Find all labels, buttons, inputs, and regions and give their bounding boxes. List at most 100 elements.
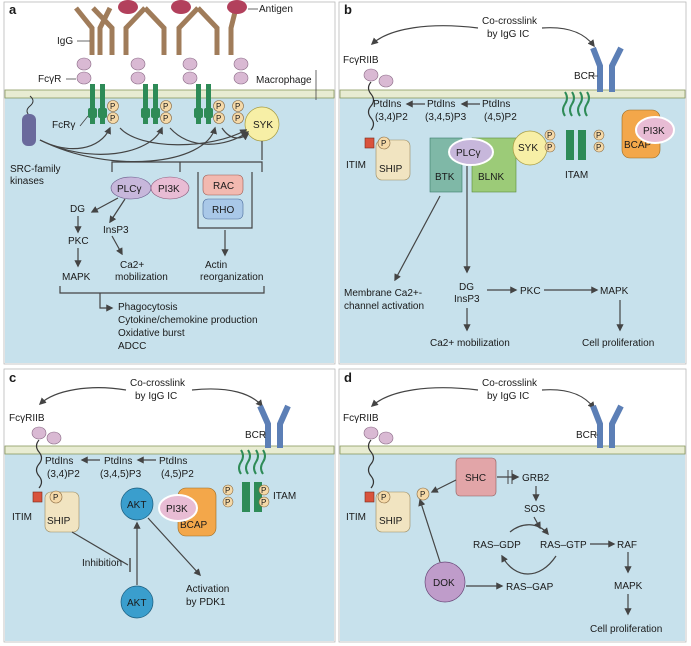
activation-label-2: by PDK1 <box>186 597 226 608</box>
pip-a2-b: (3,4)P2 <box>375 112 408 123</box>
insp3-label-a: InsP3 <box>103 225 129 236</box>
pip-b1-c: PtdIns <box>104 456 132 467</box>
pi3k-label-b: PI3K <box>643 126 665 137</box>
panel-b-letter: b <box>344 2 352 17</box>
akt-label-bottom: AKT <box>127 598 146 609</box>
pi3k-label-a: PI3K <box>158 184 180 195</box>
cocross-d-2: by IgG IC <box>487 391 529 402</box>
itam-label-b: ITAM <box>565 170 588 181</box>
panel-a: a Antigen IgG <box>3 0 336 365</box>
fcgriib-label-b: FcγRIIB <box>343 55 379 66</box>
akt-node-bottom <box>120 585 154 619</box>
panel-c-membrane <box>4 445 335 455</box>
igg-label: IgG <box>57 36 73 47</box>
panel-d-membrane <box>339 445 686 455</box>
pip-a1-c: PtdIns <box>45 456 73 467</box>
pi3k-node-b <box>635 116 675 144</box>
rho-node <box>202 198 244 220</box>
panel-a-cytoplasm <box>5 92 334 363</box>
svg-text:P: P <box>235 102 240 111</box>
cocross-b-1: Co-crosslink <box>482 16 538 27</box>
bcr-label-b: BCR <box>574 71 595 82</box>
fcgr-label: FcγR <box>38 74 61 85</box>
prolif-label-d: Cell proliferation <box>590 624 662 635</box>
rac-label: RAC <box>213 181 234 192</box>
inhibition-label: Inhibition <box>82 558 122 569</box>
rasgdp-label: RAS–GDP <box>473 540 521 551</box>
dg-label-a: DG <box>70 204 85 215</box>
svg-text:P: P <box>216 102 221 111</box>
plcg-node-b <box>448 138 494 166</box>
blnk-label: BLNK <box>478 172 504 183</box>
antigen-label: Antigen <box>259 4 293 15</box>
mapk-label-d: MAPK <box>614 581 643 592</box>
sos-label: SOS <box>524 504 545 515</box>
svg-text:P: P <box>235 114 240 123</box>
pip-c1-c: PtdIns <box>159 456 187 467</box>
svg-text:P: P <box>53 493 58 502</box>
ca-label-a: Ca2+ <box>120 260 144 271</box>
ship-label-d: SHIP <box>379 516 403 527</box>
actin-label-2: reorganization <box>200 272 263 283</box>
panel-c-frame <box>3 368 336 643</box>
outcome-1: Phagocytosis <box>118 302 177 313</box>
bcap-label-c: BCAP <box>180 520 208 531</box>
ship-node-b <box>375 139 411 181</box>
ship-label-c: SHIP <box>47 516 71 527</box>
outcome-4: ADCC <box>118 341 146 352</box>
svg-text:P: P <box>261 498 266 507</box>
pip-b1-b: PtdIns <box>427 99 455 110</box>
svg-text:P: P <box>163 102 168 111</box>
panel-a-membrane <box>4 89 335 99</box>
pi3k-node-a <box>150 176 190 200</box>
igg-antibodies <box>74 6 239 55</box>
pip-b2-c: (3,4,5)P3 <box>100 469 142 480</box>
prolif-label-b: Cell proliferation <box>582 338 654 349</box>
pkc-label-b: PKC <box>520 286 541 297</box>
svg-text:P: P <box>225 486 230 495</box>
activation-label-1: Activation <box>186 584 229 595</box>
macrophage-label: Macrophage <box>256 75 312 86</box>
insp3-label-b: InsP3 <box>454 294 480 305</box>
itim-label-c: ITIM <box>12 512 32 523</box>
svg-text:P: P <box>596 143 601 152</box>
outcome-3: Oxidative burst <box>118 328 185 339</box>
antigen-icons <box>118 0 247 14</box>
ca-mob-label-a: mobilization <box>115 272 168 283</box>
rac-node <box>202 174 244 196</box>
src-label-2: kinases <box>10 176 44 187</box>
outcome-2: Cytokine/chemokine production <box>118 315 258 326</box>
plcg-label-b: PLCγ <box>456 148 480 159</box>
panel-d-letter: d <box>344 370 352 385</box>
ship-label-b: SHIP <box>379 164 403 175</box>
panel-b-membrane <box>339 89 686 99</box>
itim-box-c <box>32 491 43 503</box>
svg-text:P: P <box>216 114 221 123</box>
plcg-label-a: PLCγ <box>117 184 141 195</box>
svg-text:P: P <box>547 131 552 140</box>
memca-label-1: Membrane Ca2+- <box>344 288 422 299</box>
pip-c1-b: PtdIns <box>482 99 510 110</box>
src-label-1: SRC-family <box>10 164 61 175</box>
itam-label-c: ITAM <box>273 491 296 502</box>
ca-mob-label-b: Ca2+ mobilization <box>430 338 510 349</box>
cocross-b-2: by IgG IC <box>487 29 529 40</box>
itim-box-b <box>364 137 375 149</box>
svg-text:P: P <box>110 114 115 123</box>
svg-text:P: P <box>596 131 601 140</box>
syk-label-a: SYK <box>253 120 273 131</box>
fcrg-label: FcRγ <box>52 120 75 131</box>
svg-text:P: P <box>261 486 266 495</box>
bcr-label-c: BCR <box>245 430 266 441</box>
pi3k-label-c: PI3K <box>166 504 188 515</box>
src-kinase-shape <box>22 114 36 146</box>
panel-d: d Co-crosslink by IgG IC FcγRIIB ITIM P … <box>338 368 687 643</box>
itim-box-d <box>364 491 375 503</box>
fcgriib-label-c: FcγRIIB <box>9 413 45 424</box>
bcap-label-b: BCAP <box>624 140 652 151</box>
cocross-c-2: by IgG IC <box>135 391 177 402</box>
itim-label-b: ITIM <box>346 160 366 171</box>
panel-d-frame <box>338 368 687 643</box>
panel-a-letter: a <box>9 2 17 17</box>
